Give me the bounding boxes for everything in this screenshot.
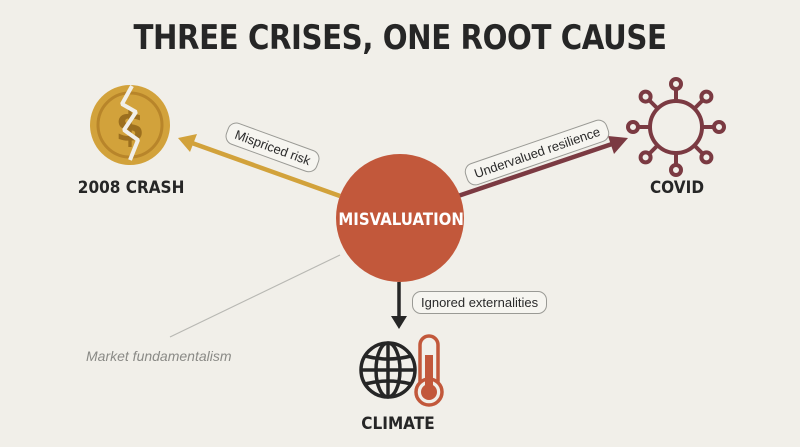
- virus-spike-tip: [626, 120, 640, 134]
- virus-spike: [692, 143, 705, 156]
- crash-label: 2008 CRASH: [77, 178, 185, 198]
- virus-spike-tip: [712, 120, 726, 134]
- hub-label: MISVALUATION: [338, 210, 464, 230]
- virus-spike-tip: [669, 163, 683, 177]
- arrow-to-covid: [457, 136, 628, 199]
- virus-spike-tip: [638, 150, 653, 165]
- virus-icon: [626, 77, 726, 177]
- arrow-to-crash: [178, 134, 341, 199]
- virus-spike: [647, 98, 660, 111]
- virus-spike-tip: [669, 77, 683, 91]
- virus-spike-tip: [638, 89, 653, 104]
- edge-label-ignored-externalities: Ignored externalities: [412, 291, 548, 314]
- globe-thermometer-icon: [359, 334, 444, 407]
- climate-label: CLIMATE: [361, 414, 435, 434]
- virus-spike: [692, 98, 705, 111]
- arrow-to-climate: [391, 282, 407, 329]
- annotation-market-fundamentalism: Market fundamentalism: [86, 348, 232, 364]
- misvaluation-hub-circle: [336, 154, 464, 282]
- covid-label: COVID: [649, 178, 705, 198]
- virus-spike-tip: [699, 150, 714, 165]
- virus-spike: [647, 143, 660, 156]
- annotation-connector-line: [169, 254, 341, 338]
- virus-spike-tip: [699, 89, 714, 104]
- cracked-dollar-coin-icon: $: [90, 85, 170, 165]
- page-title: THREE CRISES, ONE ROOT CAUSE: [133, 18, 667, 58]
